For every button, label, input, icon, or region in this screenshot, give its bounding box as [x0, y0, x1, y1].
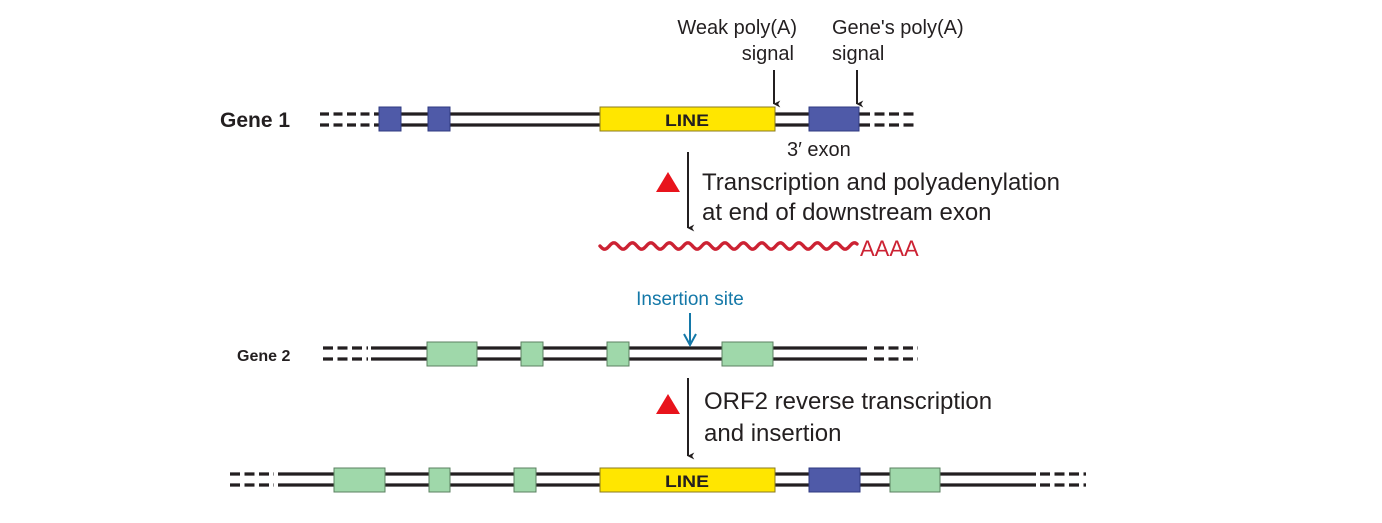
result-line-label: LINE: [665, 472, 709, 491]
mrna-wave: [598, 241, 859, 251]
result-gene-2-exon: [333, 467, 386, 493]
red-triangle-icon: [656, 172, 680, 192]
weak-polya-label-line2: signal: [742, 43, 794, 65]
gene-2-dashes-right: [874, 346, 918, 361]
insertion-site-arrow-icon: [683, 313, 697, 348]
step-2: ORF2 reverse transcription and insertion: [656, 378, 992, 460]
result-dashes-right: [1040, 472, 1086, 487]
gene-1-exon: [427, 106, 451, 132]
step-2-text-line1: ORF2 reverse transcription: [704, 388, 992, 415]
step-1-text-line2: at end of downstream exon: [702, 199, 992, 226]
gene-1-line-label: LINE: [665, 111, 709, 130]
gene-polya-label-line2: signal: [832, 43, 884, 65]
gene-1-3prime-exon: [808, 106, 860, 132]
gene-1-dashes-left: [320, 112, 378, 127]
gene-2-label: Gene 2: [237, 348, 290, 365]
step-1: Transcription and polyadenylation at end…: [656, 152, 1060, 232]
gene-2-row: Gene 2 Insertion site: [237, 289, 918, 367]
mrna-transcript: AAAA: [598, 236, 919, 261]
result-gene-2-exon: [513, 467, 537, 493]
gene-1-row: Gene 1 LINE Weak poly(A) signal Gene's p…: [220, 17, 964, 161]
result-line-element: [599, 467, 776, 493]
gene-2-exon: [606, 341, 630, 367]
result-row: LINE: [230, 467, 1086, 493]
3prime-exon-label: 3′ exon: [787, 139, 851, 161]
gene-1-line-element: [599, 106, 776, 132]
gene-1-exon: [378, 106, 402, 132]
red-triangle-icon: [656, 394, 680, 414]
gene-1-dashes-right: [860, 112, 918, 127]
result-gene-1-3prime-exon: [808, 467, 861, 493]
result-dashes-left: [230, 472, 274, 487]
polya-tail-label: AAAA: [860, 236, 919, 261]
gene-polya-label-line1: Gene's poly(A): [832, 17, 964, 39]
insertion-site-label: Insertion site: [636, 289, 744, 310]
step-1-text-line1: Transcription and polyadenylation: [702, 169, 1060, 196]
gene-2-exon: [520, 341, 544, 367]
gene-2-exon: [426, 341, 478, 367]
gene-2-dashes-left: [323, 346, 368, 361]
result-gene-2-exon: [428, 467, 451, 493]
step-2-text-line2: and insertion: [704, 420, 841, 447]
result-gene-2-exon: [889, 467, 941, 493]
gene-1-label: Gene 1: [220, 109, 290, 132]
weak-polya-label-line1: Weak poly(A): [677, 17, 797, 39]
gene-2-exon: [721, 341, 774, 367]
